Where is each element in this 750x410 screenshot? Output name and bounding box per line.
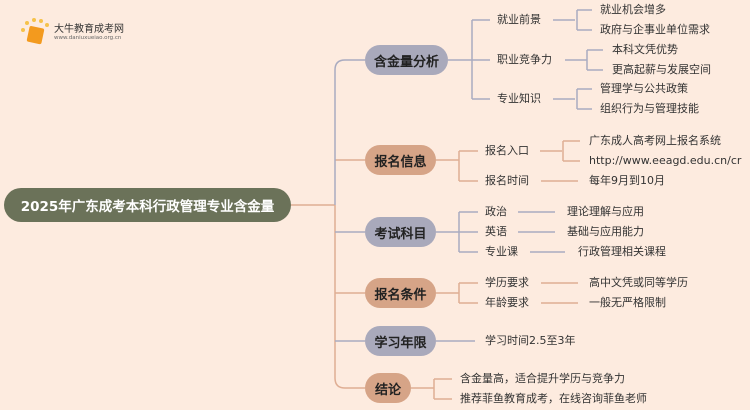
conclusion-item[interactable]: 含金量高，适合提升学历与竞争力 — [460, 372, 625, 385]
branch-study-duration[interactable]: 学习年限 — [365, 326, 436, 356]
logo: 大牛教育成考网 www.daniuxueiao.org.cn — [18, 16, 138, 46]
leaf[interactable]: 理论理解与应用 — [567, 205, 644, 218]
root-node[interactable]: 2025年广东成考本科行政管理专业含金量 — [4, 188, 291, 222]
leaf[interactable]: 行政管理相关课程 — [578, 245, 666, 258]
logo-name: 大牛教育成考网 — [54, 24, 124, 35]
topic-registration-portal[interactable]: 报名入口 — [485, 144, 529, 157]
topic-age-req[interactable]: 年龄要求 — [485, 296, 529, 309]
book-logo-icon — [21, 18, 49, 45]
leaf[interactable]: 广东成人高考网上报名系统 — [589, 134, 721, 147]
leaf[interactable]: 高中文凭或同等学历 — [589, 276, 688, 289]
branch-requirements[interactable]: 报名条件 — [365, 278, 436, 308]
leaf[interactable]: 一般无严格限制 — [589, 296, 666, 309]
leaf[interactable]: 政府与企事业单位需求 — [600, 23, 710, 36]
topic-education-req[interactable]: 学历要求 — [485, 276, 529, 289]
topic-politics[interactable]: 政治 — [485, 205, 507, 218]
leaf[interactable]: 管理学与公共政策 — [600, 82, 688, 95]
topic-competitiveness[interactable]: 职业竞争力 — [497, 53, 552, 66]
leaf[interactable]: 组织行为与管理技能 — [600, 102, 699, 115]
topic-duration[interactable]: 学习时间2.5至3年 — [485, 334, 576, 347]
conclusion-item[interactable]: 推荐菲鱼教育成考，在线咨询菲鱼老师 — [460, 392, 647, 405]
leaf[interactable]: 更高起薪与发展空间 — [612, 63, 711, 76]
leaf[interactable]: 每年9月到10月 — [589, 174, 665, 187]
registration-url-link[interactable]: http://www.eeagd.edu.cn/cr — [589, 154, 742, 167]
branch-exam-subjects[interactable]: 考试科目 — [365, 217, 436, 247]
topic-employment[interactable]: 就业前景 — [497, 13, 541, 26]
topic-english[interactable]: 英语 — [485, 225, 507, 238]
topic-major-course[interactable]: 专业课 — [485, 245, 518, 258]
topic-registration-time[interactable]: 报名时间 — [485, 174, 529, 187]
leaf[interactable]: 就业机会增多 — [600, 3, 666, 16]
leaf[interactable]: 本科文凭优势 — [612, 43, 678, 56]
topic-knowledge[interactable]: 专业知识 — [497, 92, 541, 105]
logo-url: www.daniuxueiao.org.cn — [54, 35, 122, 41]
branch-registration-info[interactable]: 报名信息 — [365, 145, 436, 175]
branch-conclusion[interactable]: 结论 — [365, 373, 411, 403]
branch-value-analysis[interactable]: 含金量分析 — [365, 45, 448, 75]
leaf[interactable]: 基础与应用能力 — [567, 225, 644, 238]
